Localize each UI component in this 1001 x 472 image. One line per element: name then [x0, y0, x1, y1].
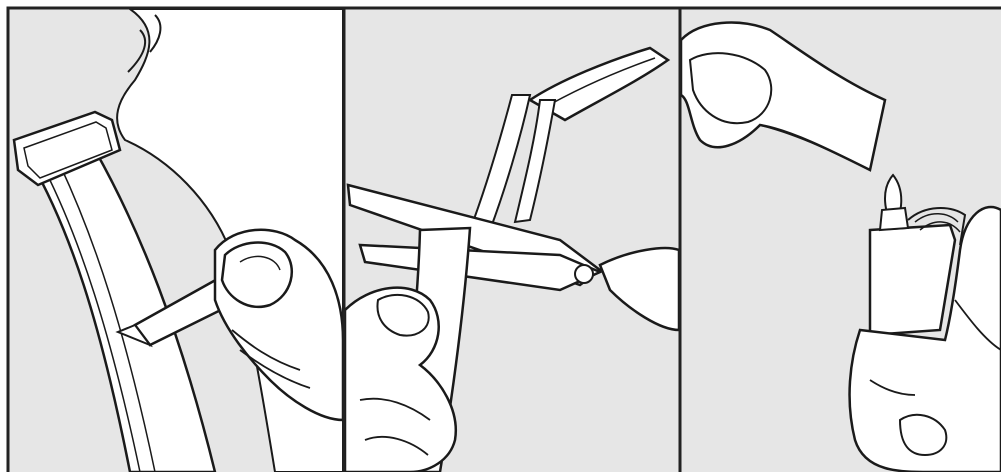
hand-icon	[848, 205, 1001, 472]
panel-cut-strap	[345, 9, 679, 472]
panel-borders	[6, 6, 1001, 472]
panel-seal-strap	[681, 9, 1001, 472]
strap	[28, 148, 217, 472]
hand-icon	[345, 286, 458, 472]
buckle-icon	[12, 110, 122, 187]
panel-mark-strap	[9, 9, 343, 472]
lighter-icon	[868, 206, 967, 337]
hand-icon	[681, 21, 887, 172]
hand-icon	[213, 228, 343, 422]
